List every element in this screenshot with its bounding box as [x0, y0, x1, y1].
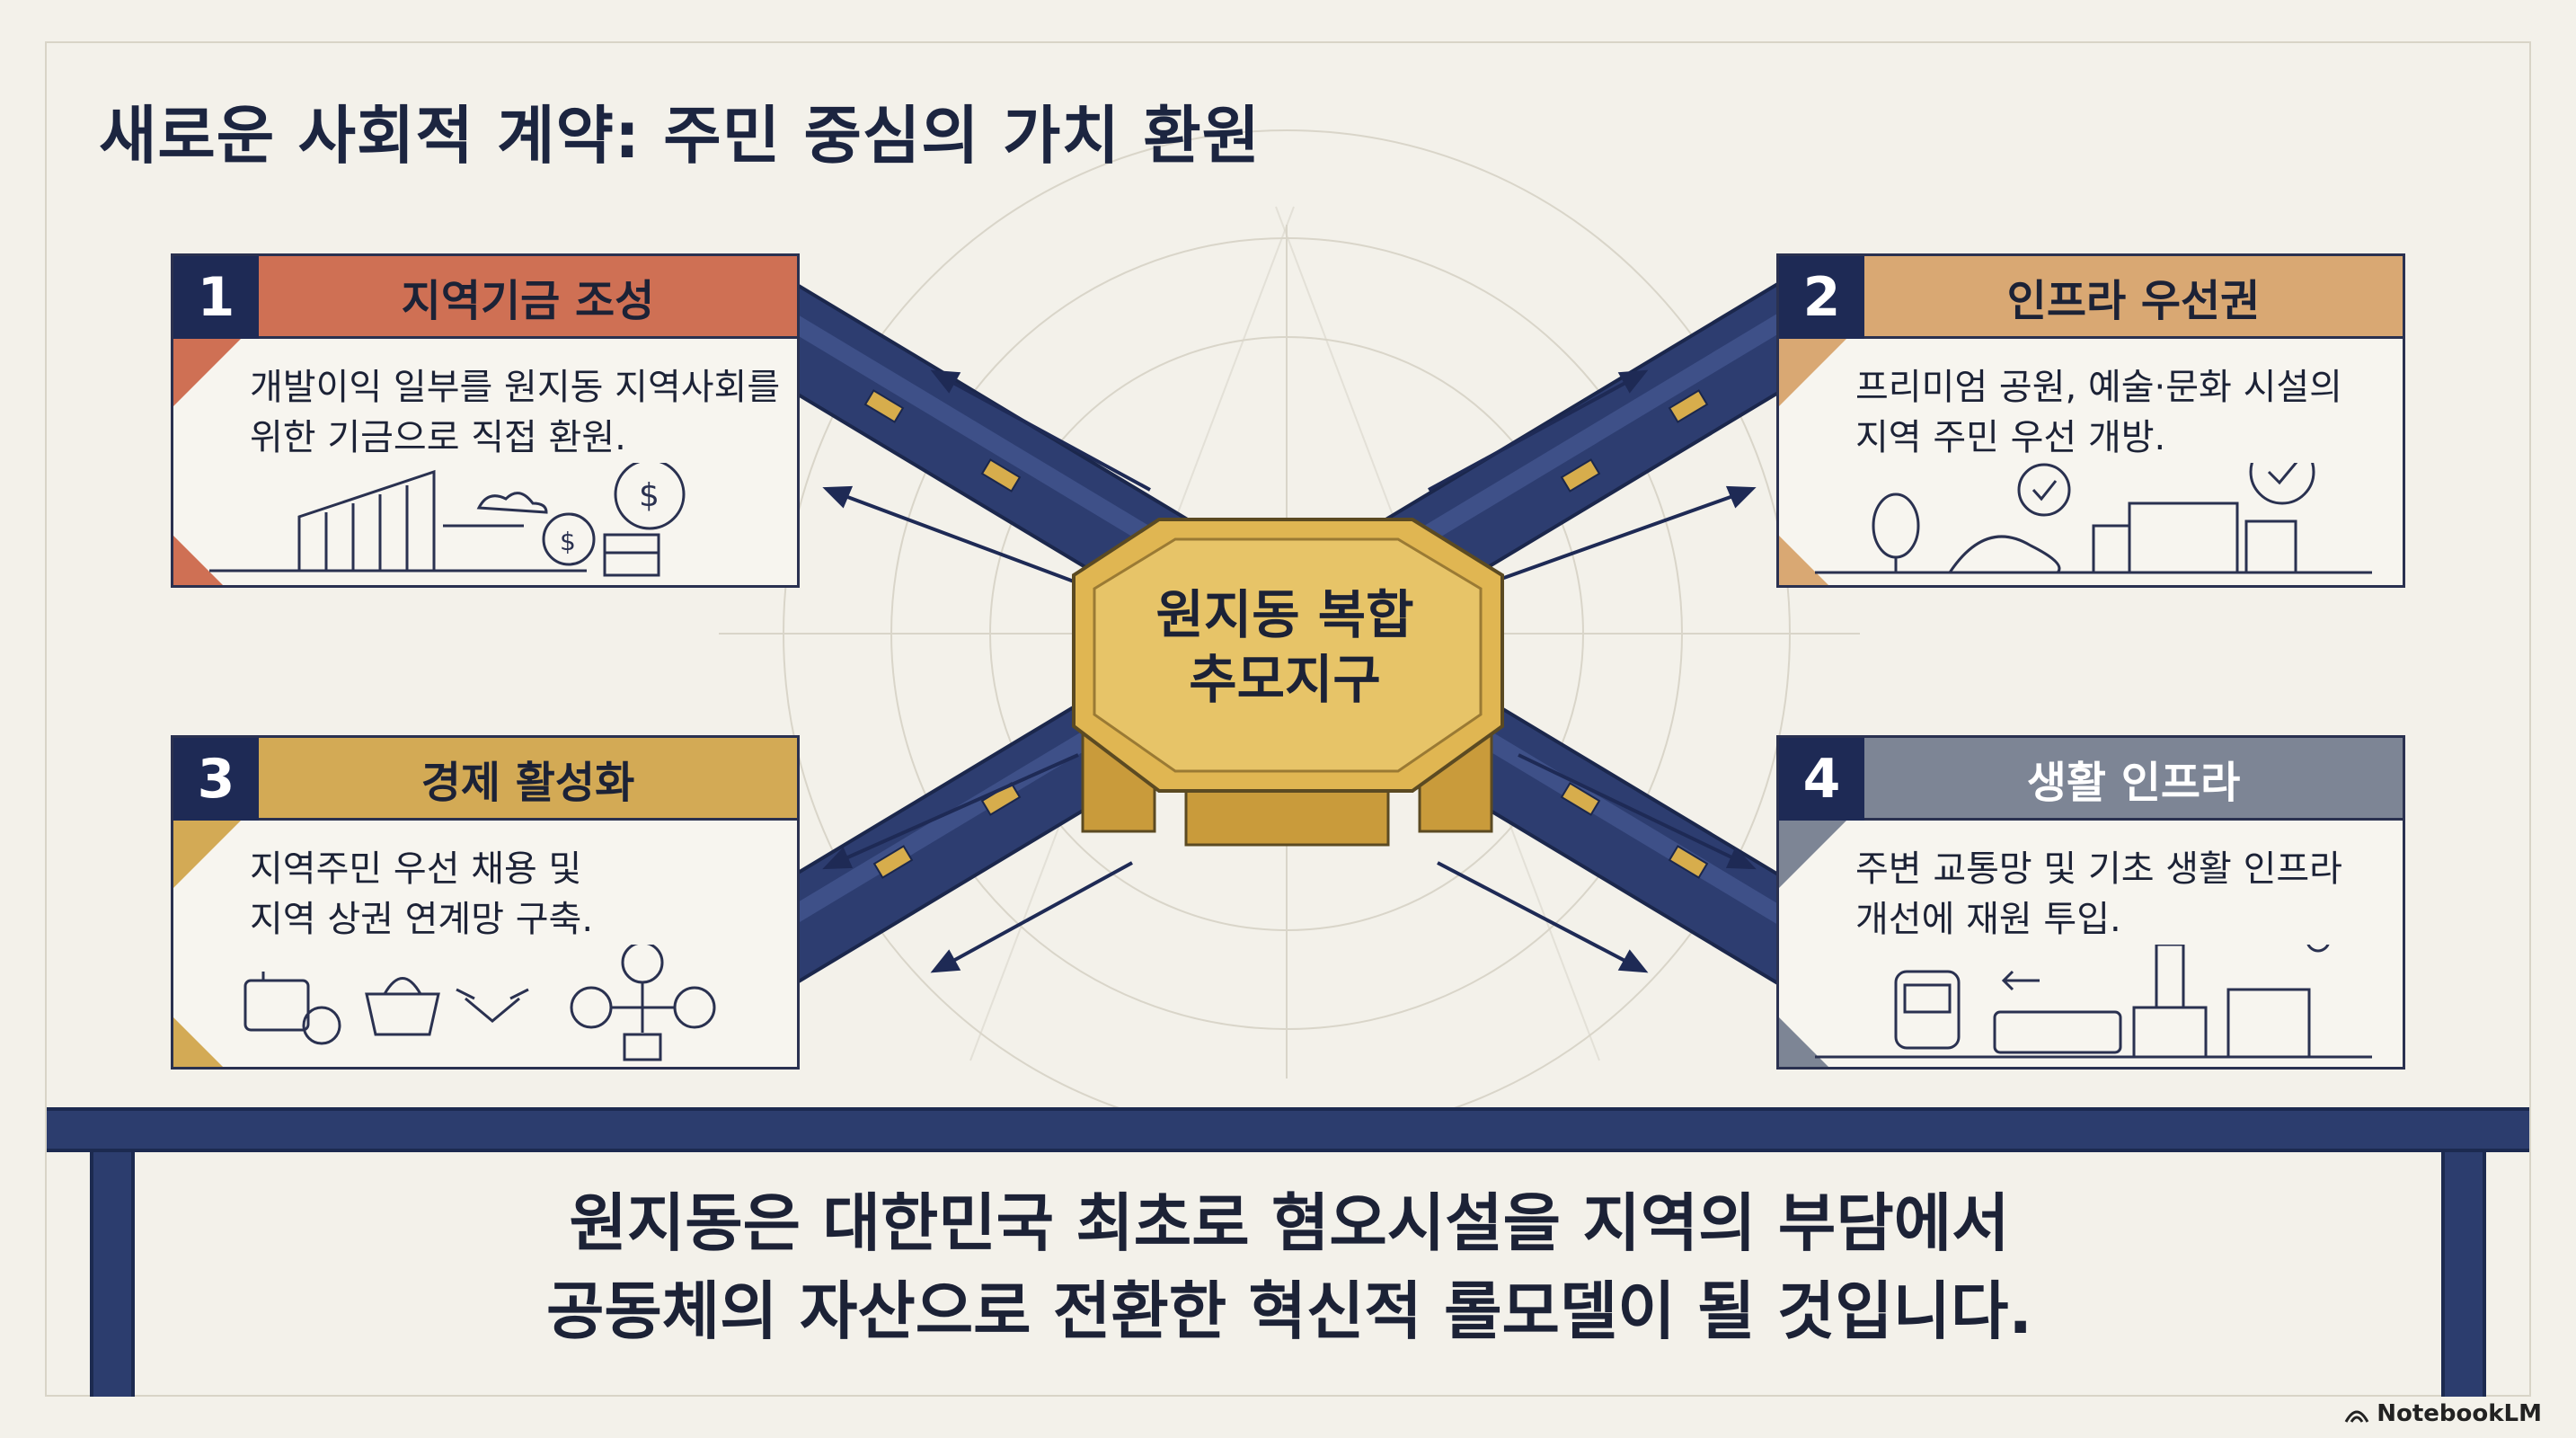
logo-text: NotebookLM [2377, 1400, 2542, 1427]
notebooklm-logo: NotebookLM [2344, 1400, 2542, 1427]
page-title: 새로운 사회적 계약: 주민 중심의 가치 환원 [99, 99, 1261, 173]
card-number: 2 [1779, 256, 1864, 339]
notebooklm-icon [2344, 1410, 2369, 1423]
card-description-line1: 개발이익 일부를 원지동 지역사회를 [250, 367, 781, 408]
svg-text:$: $ [639, 477, 659, 514]
hub-label-line1: 원지동 복합 [1155, 584, 1414, 645]
park-and-building-check-icon [1815, 463, 2372, 574]
card-heading: 지역기금 조성 [259, 256, 797, 339]
corner-accent [173, 821, 241, 888]
page-frame [45, 41, 2531, 1397]
corner-accent [173, 1017, 223, 1067]
corner-accent [1779, 821, 1846, 888]
svg-text:$: $ [560, 527, 576, 556]
card-description: 주변 교통망 및 기초 생활 인프라 개선에 재원 투입. [1855, 844, 2395, 945]
corner-accent [173, 536, 223, 585]
card-description-line2: 지역 주민 우선 개방. [1855, 417, 2166, 458]
conclusion-text: 원지동은 대한민국 최초로 혐오시설을 지역의 부담에서 공동체의 자산으로 전… [180, 1179, 2399, 1355]
conclusion-line1: 원지동은 대한민국 최초로 혐오시설을 지역의 부담에서 [569, 1186, 2010, 1260]
card-community-fund: 1 지역기금 조성 개발이익 일부를 원지동 지역사회를 위한 기금으로 직접 … [171, 253, 800, 588]
card-description-line1: 지역주민 우선 채용 및 [250, 848, 582, 890]
card-number: 3 [173, 738, 259, 821]
card-heading: 경제 활성화 [259, 738, 797, 821]
corner-accent [173, 339, 241, 406]
card-economic-revitalization: 3 경제 활성화 지역주민 우선 채용 및 지역 상권 연계망 구축. [171, 735, 800, 1070]
card-description: 지역주민 우선 채용 및 지역 상권 연계망 구축. [250, 844, 789, 945]
corner-accent [1779, 339, 1846, 406]
card-infrastructure-priority: 2 인프라 우선권 프리미엄 공원, 예술·문화 시설의 지역 주민 우선 개방… [1776, 253, 2405, 588]
city-and-coins-icon: $ $ [209, 463, 686, 577]
jobs-and-network-icon [243, 945, 716, 1061]
card-heading: 인프라 우선권 [1864, 256, 2403, 339]
card-description: 개발이익 일부를 원지동 지역사회를 위한 기금으로 직접 환원. [250, 362, 789, 463]
card-description-line2: 개선에 재원 투입. [1855, 899, 2121, 940]
hub-label: 원지동 복합 추모지구 [1069, 582, 1500, 712]
card-description-line2: 위한 기금으로 직접 환원. [250, 417, 626, 458]
card-living-infrastructure: 4 생활 인프라 주변 교통망 및 기초 생활 인프라 개선에 재원 투입. [1776, 735, 2405, 1070]
hub-block [1072, 518, 1504, 847]
card-description-line1: 주변 교통망 및 기초 생활 인프라 [1855, 848, 2342, 890]
train-bus-building-icon [1815, 945, 2372, 1059]
direction-arrows [822, 369, 1757, 973]
bridge-beam [47, 1107, 2529, 1152]
card-description-line2: 지역 상권 연계망 구축. [250, 899, 594, 940]
corner-accent [1779, 1017, 1828, 1067]
conclusion-line2: 공동체의 자산으로 전환한 혁신적 롤모델이 될 것입니다. [545, 1274, 2032, 1348]
card-number: 1 [173, 256, 259, 339]
card-description: 프리미엄 공원, 예술·문화 시설의 지역 주민 우선 개방. [1855, 362, 2395, 463]
card-number: 4 [1779, 738, 1864, 821]
corner-accent [1779, 536, 1828, 585]
card-description-line1: 프리미엄 공원, 예술·문화 시설의 [1855, 367, 2342, 408]
hub-label-line2: 추모지구 [1189, 649, 1381, 710]
bridge-post-left [90, 1152, 135, 1397]
bridge-post-right [2441, 1152, 2486, 1397]
card-heading: 생활 인프라 [1864, 738, 2403, 821]
